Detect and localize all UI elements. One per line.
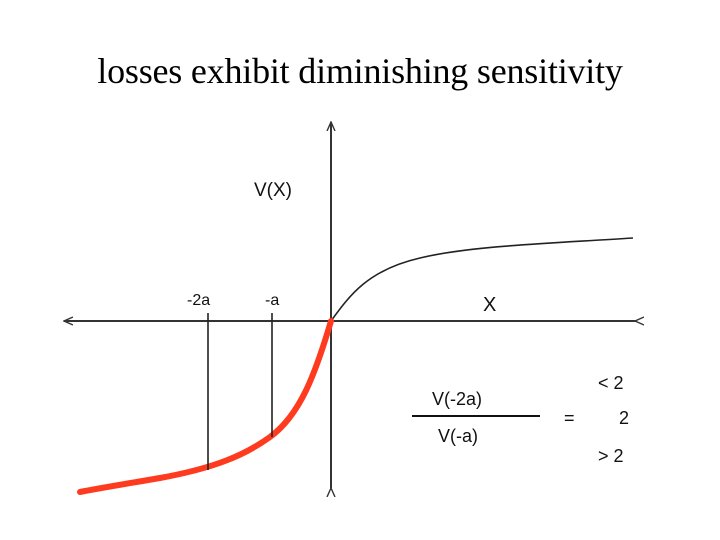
tick-label-minus-2a: -2a [187,292,210,309]
loss-curve [77,318,334,495]
ratio-numerator: V(-2a) [432,389,482,409]
tick-label-minus-a: -a [265,292,279,309]
slide-title: losses exhibit diminishing sensitivity [97,51,623,91]
x-axis-label: X [483,294,496,316]
ratio-option-equal-2: 2 [619,408,629,428]
ratio-equals-sign: = [564,408,575,428]
ratio-option-greater-than-2: > 2 [598,446,624,466]
gain-curve [330,237,634,322]
ratio-denominator: V(-a) [438,426,478,446]
y-axis-label: V(X) [254,180,292,201]
ratio-option-less-than-2: < 2 [598,373,624,393]
